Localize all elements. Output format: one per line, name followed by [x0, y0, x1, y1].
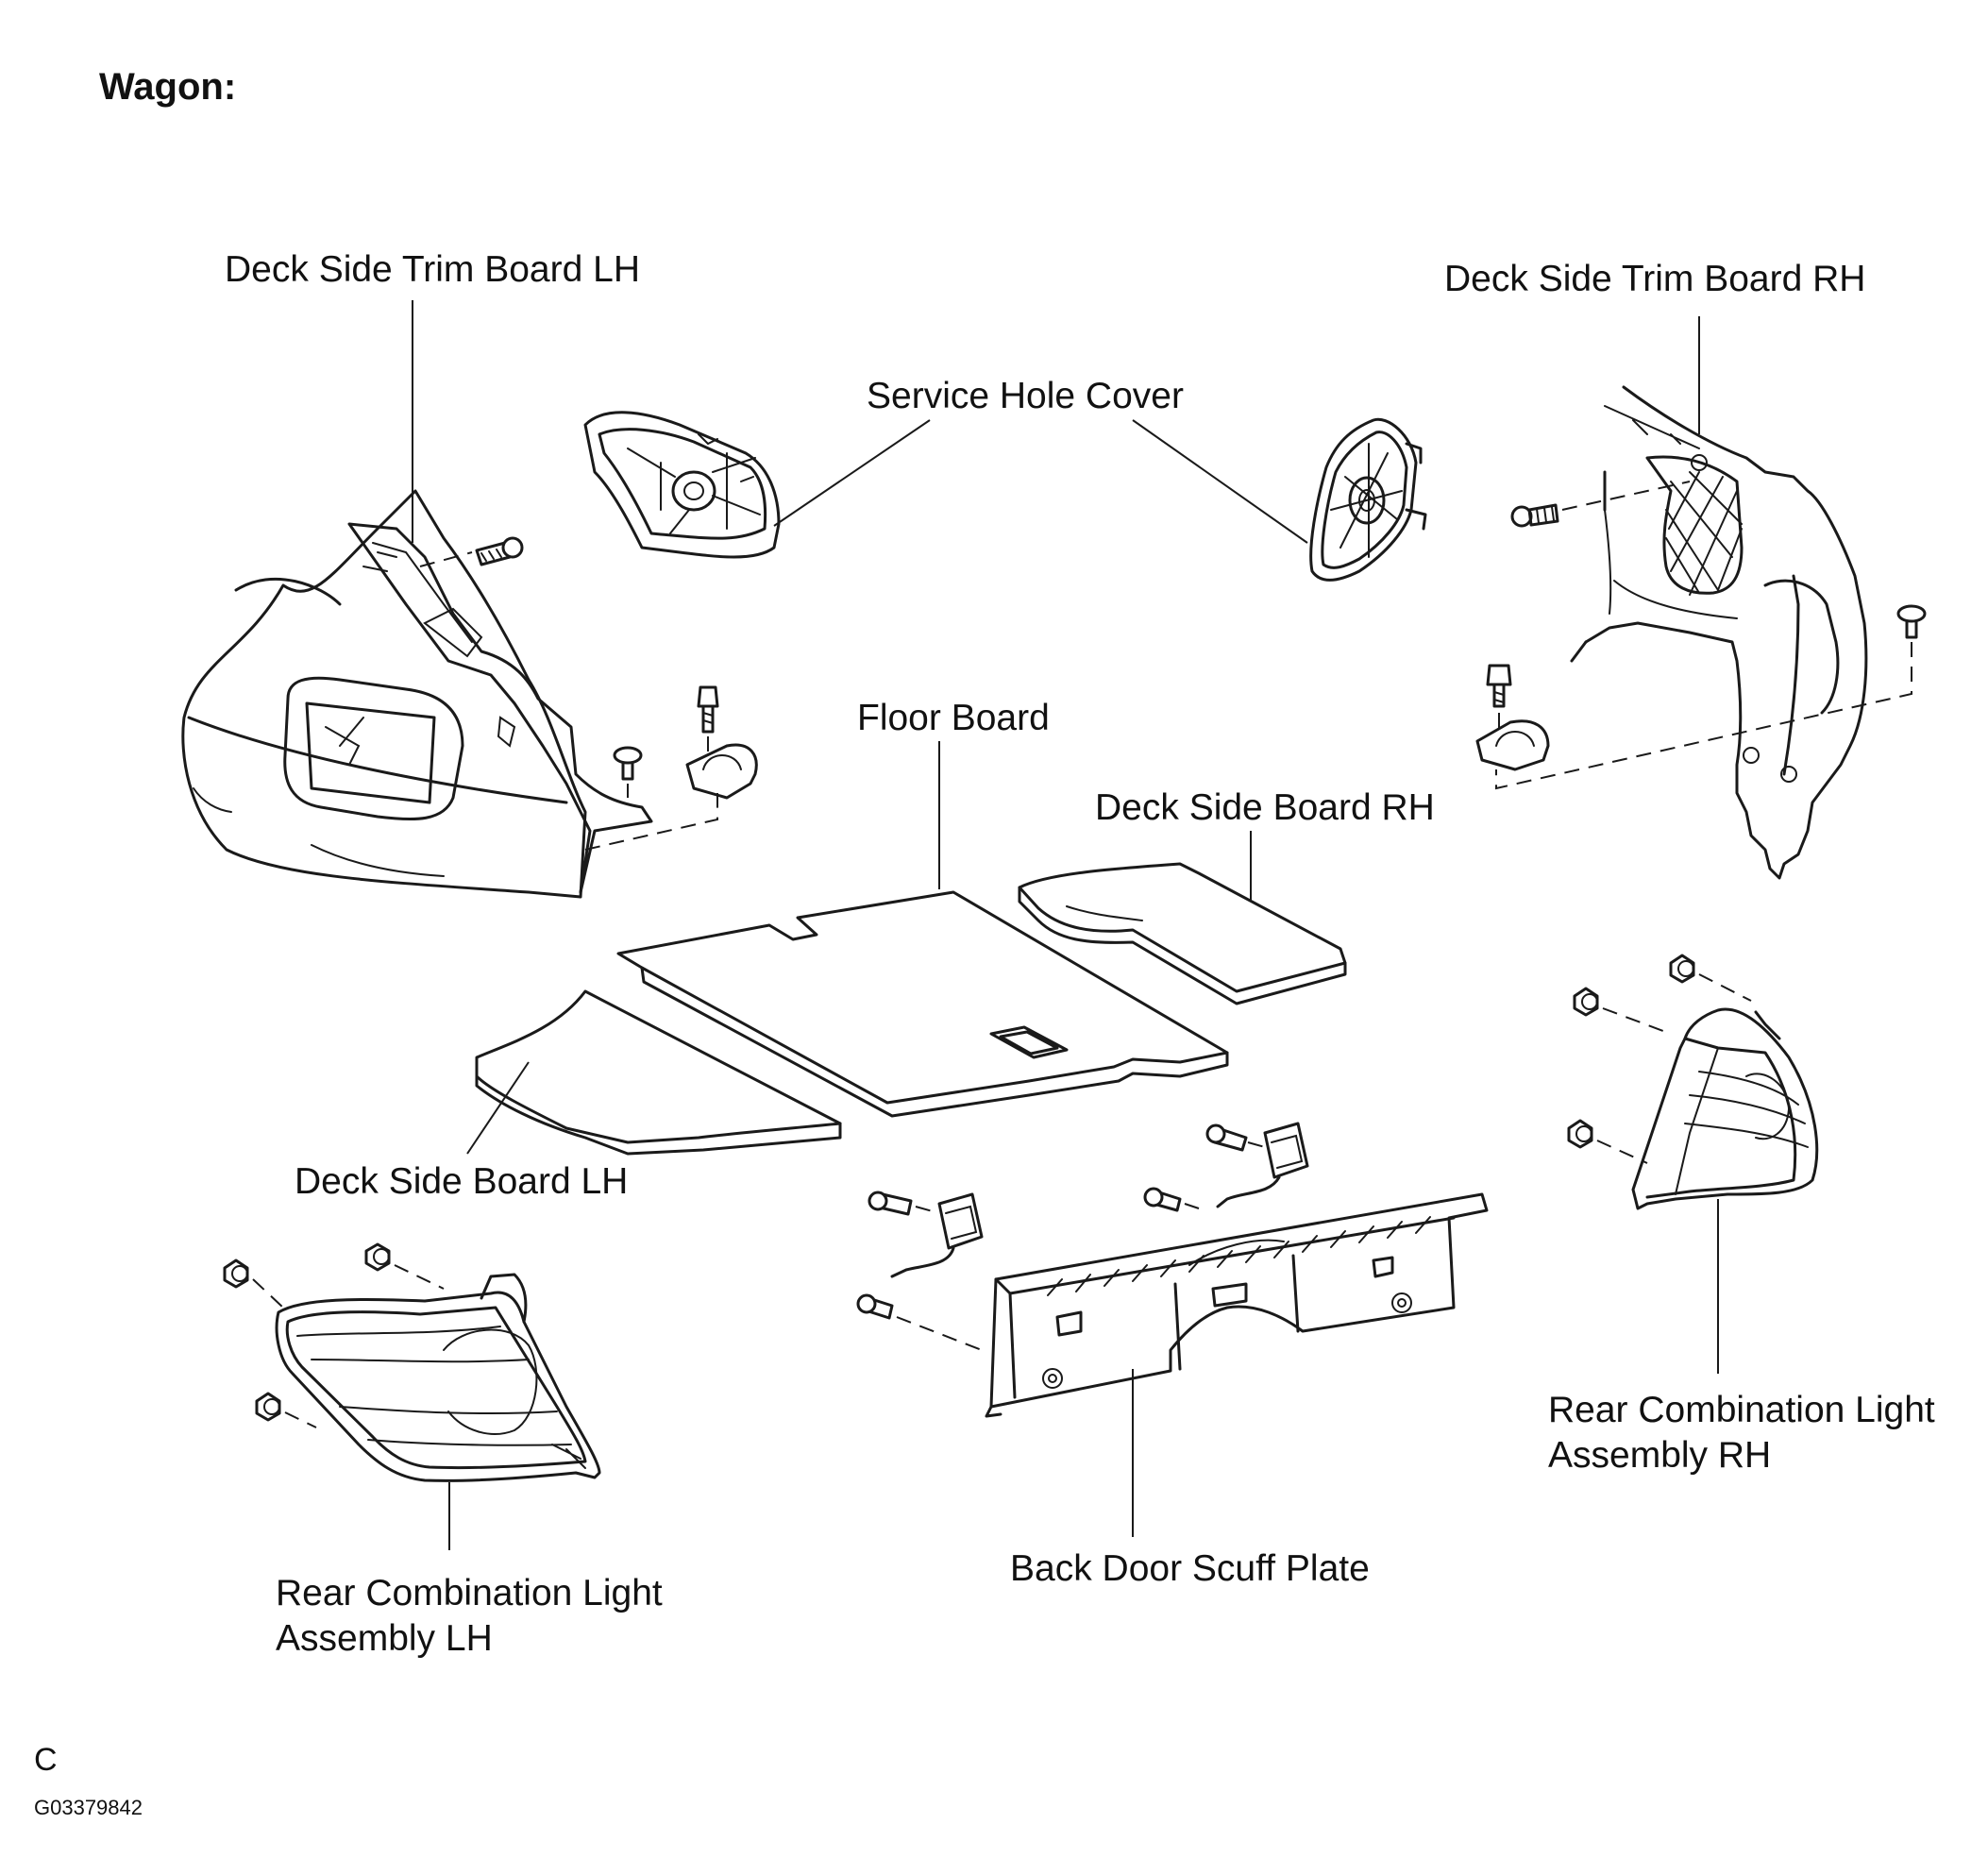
label-deck-side-board-lh: Deck Side Board LH	[295, 1161, 629, 1202]
screw-icon	[1510, 503, 1559, 528]
diagram-title: Wagon:	[99, 66, 237, 108]
leader-lines	[412, 300, 1719, 1550]
label-back-door-scuff-plate: Back Door Scuff Plate	[1010, 1548, 1370, 1589]
nut-icon	[1573, 987, 1599, 1017]
label-rear-combination-light-rh-line1: Rear Combination Light	[1548, 1390, 1935, 1430]
clip-bracket-icon	[890, 1192, 984, 1278]
screw-icon	[856, 1293, 894, 1320]
label-rear-combination-light-rh-line2: Assembly RH	[1548, 1435, 1772, 1476]
rear-combination-light-rh-part	[1631, 1007, 1819, 1210]
label-deck-side-trim-board-lh: Deck Side Trim Board LH	[225, 249, 640, 290]
footer-letter: C	[34, 1742, 58, 1778]
deck-side-board-lh-part	[475, 989, 842, 1156]
nut-icon	[255, 1392, 281, 1422]
screw-icon	[1205, 1123, 1248, 1152]
deck-side-board-rh-part	[1018, 862, 1347, 1005]
push-clip-icon	[1896, 604, 1927, 639]
screw-icon	[475, 536, 524, 566]
deck-side-trim-board-rh-part	[1570, 385, 1868, 880]
floor-board-part	[616, 890, 1229, 1118]
label-rear-combination-light-lh-line2: Assembly LH	[276, 1618, 493, 1659]
service-hole-cover-rh-part	[1309, 417, 1427, 582]
label-service-hole-cover: Service Hole Cover	[867, 376, 1184, 416]
nut-icon	[1567, 1119, 1593, 1149]
clip-bracket-icon	[1216, 1122, 1309, 1208]
label-deck-side-board-rh: Deck Side Board RH	[1095, 787, 1435, 828]
bolt-icon	[1486, 664, 1512, 708]
rear-combination-light-lh-part	[275, 1273, 601, 1482]
figure-code: G03379842	[34, 1796, 143, 1819]
screw-icon	[868, 1191, 913, 1216]
clip-bracket-icon	[1475, 719, 1550, 771]
label-floor-board: Floor Board	[857, 698, 1050, 738]
back-door-scuff-plate-part	[985, 1192, 1489, 1418]
nut-icon	[223, 1258, 249, 1289]
push-clip-icon	[613, 746, 643, 781]
nut-icon	[364, 1242, 391, 1272]
clip-bracket-icon	[685, 743, 758, 800]
label-deck-side-trim-board-rh: Deck Side Trim Board RH	[1444, 259, 1866, 299]
deck-side-trim-board-lh-part	[181, 489, 653, 899]
screw-icon	[1143, 1187, 1182, 1212]
bolt-icon	[697, 685, 719, 734]
service-hole-cover-lh-part	[583, 411, 781, 559]
nut-icon	[1669, 954, 1695, 984]
label-rear-combination-light-lh-line1: Rear Combination Light	[276, 1573, 663, 1613]
